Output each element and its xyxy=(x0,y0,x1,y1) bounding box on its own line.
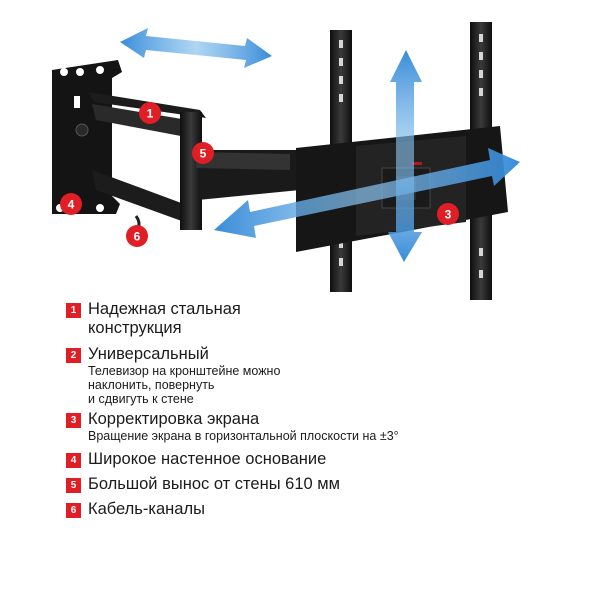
callout-5: 5 xyxy=(192,142,214,164)
callout-1: 1 xyxy=(139,102,161,124)
feature-number: 4 xyxy=(66,453,81,468)
feature-number: 1 xyxy=(66,303,81,318)
feature-number: 5 xyxy=(66,478,81,493)
callout-4: 4 xyxy=(60,193,82,215)
svg-text:4: 4 xyxy=(68,198,75,212)
feature-title: Универсальный xyxy=(88,345,209,363)
feature-title: Кабель-каналы xyxy=(88,500,205,518)
feature-description-line2: наклонить, повернуть xyxy=(88,378,215,392)
svg-text:5: 5 xyxy=(200,147,207,161)
svg-text:6: 6 xyxy=(134,230,141,244)
feature-number: 2 xyxy=(66,348,81,363)
tilt-arrow xyxy=(214,148,520,238)
callout-3: 3 xyxy=(437,203,459,225)
feature-item-5: 5 Большой вынос от стены 610 мм xyxy=(66,475,340,494)
svg-text:3: 3 xyxy=(445,208,452,222)
feature-title: Надежная стальная xyxy=(88,300,241,318)
feature-title: Большой вынос от стены 610 мм xyxy=(88,475,340,493)
feature-title-line2: конструкция xyxy=(88,319,182,337)
feature-item-3: 3 Корректировка экрана Вращение экрана в… xyxy=(66,410,399,443)
feature-description: Вращение экрана в горизонтальной плоскос… xyxy=(88,429,399,443)
feature-item-4: 4 Широкое настенное основание xyxy=(66,450,326,469)
feature-item-6: 6 Кабель-каналы xyxy=(66,500,205,519)
feature-number: 6 xyxy=(66,503,81,518)
horizontal-move-arrow xyxy=(120,28,272,68)
feature-number: 3 xyxy=(66,413,81,428)
vertical-move-arrow xyxy=(388,50,422,262)
feature-item-2: 2 Универсальный Телевизор на кронштейне … xyxy=(66,345,280,406)
feature-description-line3: и сдвигуть к стене xyxy=(88,392,194,406)
feature-item-1: 1 Надежная стальная конструкция xyxy=(66,300,241,338)
feature-title: Корректировка экрана xyxy=(88,410,260,428)
feature-description: Телевизор на кронштейне можно xyxy=(88,364,281,378)
callout-6: 6 xyxy=(126,225,148,247)
bracket-illustration: 1 5 4 6 3 xyxy=(52,22,520,300)
svg-text:1: 1 xyxy=(147,107,154,121)
feature-title: Широкое настенное основание xyxy=(88,450,327,468)
